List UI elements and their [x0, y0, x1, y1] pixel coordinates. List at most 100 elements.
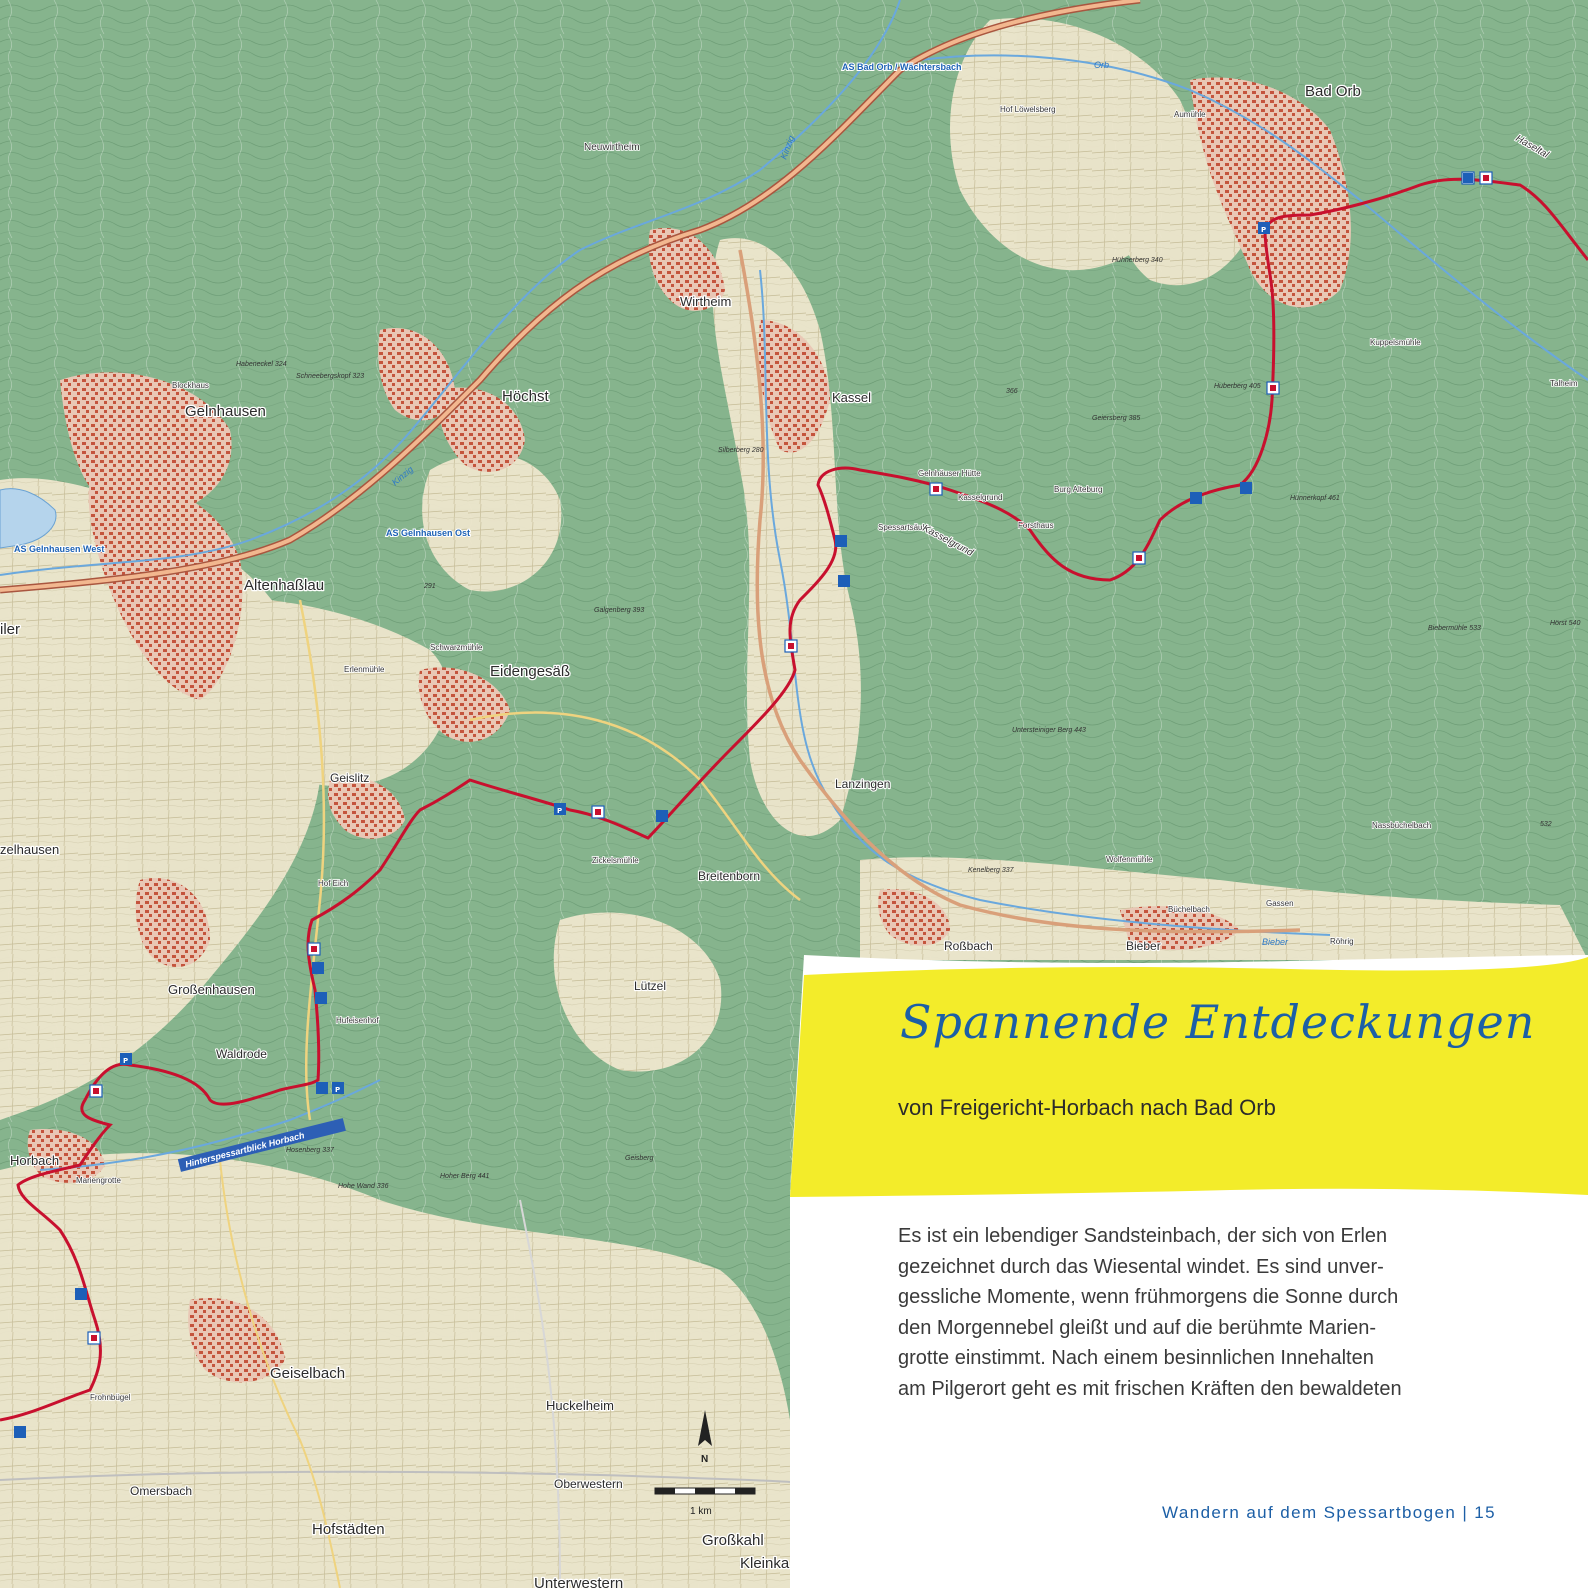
- peak-label: Untersteiniger Berg 443: [1012, 727, 1086, 734]
- town-label: Geislitz: [330, 771, 369, 785]
- peak-label: Geisberg: [625, 1155, 654, 1162]
- place-label: Kuppelsmühle: [1370, 338, 1421, 347]
- place-label: Hof Eich: [318, 879, 348, 888]
- town-label: iler: [0, 621, 20, 638]
- hiker-marker: [929, 482, 943, 496]
- picnic-marker: [1461, 171, 1475, 185]
- peak-label: Biebermühle 533: [1428, 625, 1481, 632]
- parking-marker: P: [120, 1053, 132, 1065]
- place-label: Forsthaus: [1018, 521, 1054, 530]
- town-label: Breitenborn: [698, 869, 760, 883]
- picnic-marker: [835, 535, 847, 547]
- peak-label: 366: [1006, 388, 1018, 395]
- picnic-marker: [14, 1426, 26, 1438]
- body-line: den Morgennebel gleißt und auf die berüh…: [898, 1316, 1377, 1339]
- svg-text:P: P: [1261, 226, 1266, 234]
- place-label: Nassbüchelbach: [1372, 821, 1431, 830]
- town-label: Bad Orb: [1305, 83, 1361, 100]
- place-label: Schwarzmühle: [430, 643, 483, 652]
- peak-label: Hosenberg 337: [286, 1147, 335, 1154]
- peak-label: 291: [423, 583, 436, 590]
- scale-label: 1 km: [690, 1506, 712, 1517]
- place-label: Spessartsäule: [878, 523, 929, 532]
- town-label: Altenhaßlau: [244, 577, 324, 594]
- page-subtitle: von Freigericht-Horbach nach Bad Orb: [898, 1095, 1276, 1120]
- svg-text:P: P: [335, 1086, 340, 1094]
- hiker-marker: [307, 942, 321, 956]
- town-label: Omersbach: [130, 1484, 192, 1498]
- place-label: Kasselgrund: [958, 493, 1002, 502]
- parking-marker: P: [554, 803, 566, 815]
- panel-background: [790, 955, 1588, 1588]
- place-label: Erlenmühle: [344, 665, 385, 674]
- picnic-marker: [838, 575, 850, 587]
- hiker-marker: [1132, 551, 1146, 565]
- peak-label: 532: [1540, 821, 1552, 828]
- place-label: Hufeisenhof: [336, 1016, 379, 1025]
- body-text: Es ist ein lebendiger Sandsteinbach, der…: [898, 1221, 1498, 1404]
- town-label: Gelnhausen: [185, 403, 266, 420]
- town-label: Lanzingen: [835, 777, 890, 791]
- peak-label: Hoher Berg 441: [440, 1173, 490, 1180]
- place-label: Burg Alteburg: [1054, 485, 1102, 494]
- body-line: am Pilgerort geht es mit frischen Kräfte…: [898, 1377, 1402, 1400]
- peak-label: Hühnerberg 340: [1112, 257, 1163, 264]
- place-label: Wolfenmühle: [1106, 855, 1153, 864]
- town-label: Eidengesäß: [490, 663, 570, 680]
- page-footer: Wandern auf dem Spessartbogen | 15: [1162, 1503, 1496, 1522]
- lake: [0, 488, 57, 549]
- place-label: Talheim: [1550, 379, 1578, 388]
- town-label: Großkahl: [702, 1532, 764, 1549]
- scale-bar: 1 km: [654, 1487, 756, 1517]
- page-headline: Spannende Entdeckungen: [900, 995, 1536, 1049]
- hiker-marker: [591, 805, 605, 819]
- parking-marker: P: [332, 1082, 344, 1094]
- picnic-marker: [1240, 482, 1252, 494]
- svg-text:P: P: [557, 807, 562, 815]
- town-label: Geiselbach: [270, 1365, 345, 1382]
- road-label: AS Gelnhausen West: [14, 544, 104, 554]
- picnic-marker: [75, 1288, 87, 1300]
- town-label: Unterwestern: [534, 1575, 623, 1588]
- settlements: [27, 77, 1351, 1383]
- peak-label: Hohe Wand 336: [338, 1183, 389, 1190]
- text-panel: Spannende Entdeckungen von Freigericht-H…: [790, 955, 1588, 1588]
- peak-label: Huberberg 405: [1214, 383, 1261, 390]
- town-label: Wirtheim: [680, 294, 731, 309]
- place-label: Hof Löwelsberg: [1000, 105, 1056, 114]
- town-label: Horbach: [10, 1153, 59, 1168]
- road-label: AS Gelnhausen Ost: [386, 528, 470, 538]
- body-line: gessliche Momente, wenn frühmorgens die …: [898, 1286, 1399, 1308]
- north-label: N: [701, 1454, 708, 1465]
- town-label: Hofstädten: [312, 1521, 385, 1538]
- town-labels: Bad Orb Gelnhausen Höchst Wirtheim Kasse…: [0, 82, 1362, 1588]
- town-label: Höchst: [502, 388, 550, 405]
- picnic-marker: [315, 992, 327, 1004]
- picnic-marker: [312, 962, 324, 974]
- picnic-marker: [316, 1082, 328, 1094]
- place-label: Blockhaus: [172, 381, 209, 390]
- hiker-marker: [89, 1084, 103, 1098]
- town-label: Kleinka: [740, 1555, 790, 1572]
- peak-label: Hünnerkopf 461: [1290, 495, 1340, 502]
- picnic-marker: [1190, 492, 1202, 504]
- route-markers: P P P P: [14, 171, 1493, 1438]
- svg-text:P: P: [123, 1057, 128, 1065]
- road-labels: AS Bad Orb / Wächtersbach AS Gelnhausen …: [13, 61, 963, 555]
- hiker-marker: [1266, 381, 1280, 395]
- body-line: gezeichnet durch das Wiesental windet. E…: [898, 1255, 1384, 1278]
- place-label: Mariengrotte: [76, 1176, 121, 1185]
- peak-label: Geiersberg 385: [1092, 415, 1140, 422]
- place-label: Büchelbach: [1168, 905, 1210, 914]
- town-label: Huckelheim: [546, 1398, 614, 1413]
- peak-label: Silberberg 280: [718, 447, 764, 454]
- town-label: Bieber: [1126, 939, 1161, 953]
- peak-label: Hörst 540: [1550, 620, 1580, 627]
- town-label: Großenhausen: [168, 982, 255, 997]
- place-label: Gelnhäuser Hütte: [918, 469, 981, 478]
- parking-marker: P: [1258, 222, 1270, 234]
- place-label: Röhrig: [1330, 937, 1354, 946]
- place-label: Gassen: [1266, 899, 1294, 908]
- roads: [0, 0, 1301, 1588]
